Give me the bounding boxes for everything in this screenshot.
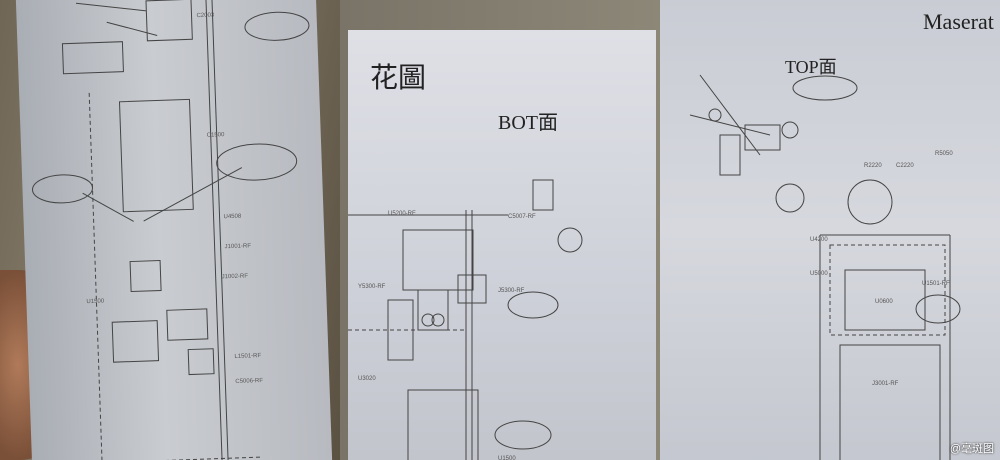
svg-text:U3020: U3020 <box>358 376 376 382</box>
svg-text:U4200: U4200 <box>810 237 828 243</box>
schematic-drawing-left: C2003 C1500 U4508 J1001-RF J1002-RF L150… <box>32 0 310 460</box>
schematic-sheet-left: C2003 C1500 U4508 J1001-RF J1002-RF L150… <box>15 0 333 460</box>
svg-text:C5006-RF: C5006-RF <box>235 378 263 385</box>
svg-text:J1002-RF: J1002-RF <box>222 273 249 280</box>
brand-title: Maserat <box>923 9 994 34</box>
svg-text:U5000: U5000 <box>810 271 828 277</box>
schematic-sheet-top: R2220 C2220 R5050 U4200 U5000 U1501-RF U… <box>660 0 1000 460</box>
svg-text:R2220: R2220 <box>864 163 882 169</box>
schematic-photo-top: R2220 C2220 R5050 U4200 U5000 U1501-RF U… <box>660 0 1000 460</box>
svg-text:Y5300-RF: Y5300-RF <box>358 284 386 290</box>
svg-text:U4508: U4508 <box>223 214 242 221</box>
subtitle-bot: BOT面 <box>498 112 558 134</box>
schematic-photo-left: C2003 C1500 U4508 J1001-RF J1002-RF L150… <box>0 0 340 460</box>
svg-text:L1501-RF: L1501-RF <box>234 353 261 360</box>
svg-text:U0600: U0600 <box>875 299 893 305</box>
svg-text:U1501-RF: U1501-RF <box>922 281 950 287</box>
title-hanzi: 花圖 <box>370 63 427 94</box>
subtitle-top: TOP面 <box>785 57 837 77</box>
schematic-drawing-bot: U5200-RF Y5300-RF J5300-RF C5007-RF U302… <box>348 179 583 460</box>
svg-text:R5050: R5050 <box>935 151 953 157</box>
svg-text:C5007-RF: C5007-RF <box>508 214 536 220</box>
svg-text:U5200-RF: U5200-RF <box>388 211 416 217</box>
svg-text:C2220: C2220 <box>896 163 914 169</box>
schematic-photo-bot: U5200-RF Y5300-RF J5300-RF C5007-RF U302… <box>340 0 660 460</box>
svg-text:J5300-RF: J5300-RF <box>498 288 525 294</box>
schematic-sheet-bot: U5200-RF Y5300-RF J5300-RF C5007-RF U302… <box>348 30 656 460</box>
svg-text:U1500: U1500 <box>498 456 516 460</box>
label-c2003: C2003 <box>196 12 215 19</box>
svg-text:U1500: U1500 <box>86 298 105 305</box>
svg-text:J1001-RF: J1001-RF <box>225 243 252 250</box>
svg-text:J3001-RF: J3001-RF <box>872 381 899 387</box>
svg-text:C1500: C1500 <box>207 132 226 139</box>
schematic-drawing-top: R2220 C2220 R5050 U4200 U5000 U1501-RF U… <box>689 74 961 460</box>
watermark: @毫斑图 <box>949 443 994 455</box>
